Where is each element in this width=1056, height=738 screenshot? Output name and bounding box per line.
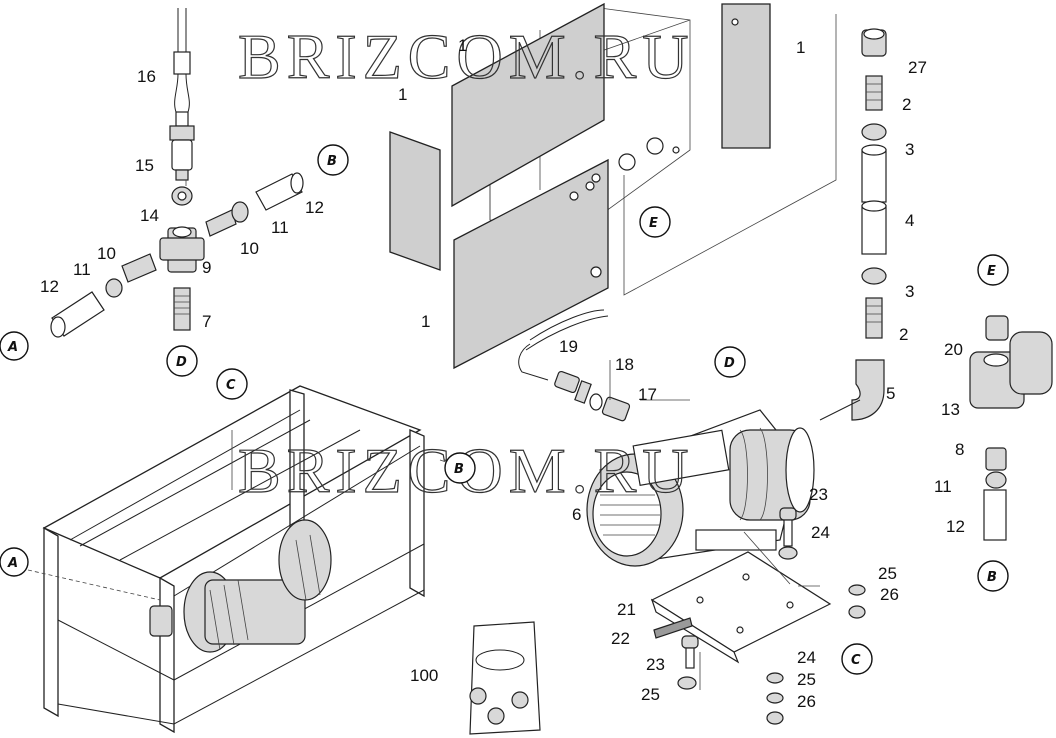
- callout-8: 8: [955, 440, 964, 459]
- connector-tag-d-motor: D: [714, 346, 746, 378]
- callout-24-top: 24: [811, 523, 830, 542]
- svg-text:C: C: [226, 378, 236, 393]
- callout-2-bottom: 2: [899, 325, 908, 344]
- callout-labels: 16 15 14 12 11 10 10 11 12 9 7 1 1 1 1 2…: [40, 36, 965, 711]
- svg-text:E: E: [649, 216, 658, 231]
- base-plate: [650, 551, 832, 664]
- svg-text:C: C: [851, 653, 861, 668]
- callout-12-right: 12: [946, 517, 965, 536]
- connector-tag-d-left: D: [166, 345, 198, 377]
- callout-3-top: 3: [905, 140, 914, 159]
- callout-15: 15: [135, 156, 154, 175]
- callout-14: 14: [140, 206, 159, 225]
- svg-text:D: D: [176, 355, 187, 370]
- callout-25-bottom: 25: [641, 685, 660, 704]
- callout-1-top: 1: [458, 36, 467, 55]
- connector-tag-a-left: A: [0, 331, 29, 361]
- connector-tag-b-right: B: [977, 560, 1009, 592]
- insulation-panels: [389, 2, 771, 271]
- svg-text:B: B: [327, 154, 337, 169]
- callout-16: 16: [137, 67, 156, 86]
- callout-1-right: 1: [796, 38, 805, 57]
- seal-kit-bag: [469, 621, 541, 735]
- callout-11-right: 11: [934, 477, 952, 496]
- callout-25-right: 25: [878, 564, 897, 583]
- callout-25-lower: 25: [797, 670, 816, 689]
- callout-100: 100: [410, 666, 438, 685]
- connector-tag-c-bottom: C: [841, 643, 873, 675]
- callout-1-left: 1: [398, 85, 407, 104]
- svg-text:D: D: [724, 356, 735, 371]
- callout-24-bottom: 24: [797, 648, 816, 667]
- callout-20: 20: [944, 340, 963, 359]
- cable-and-glands: [518, 309, 631, 422]
- callout-11-left: 11: [73, 260, 91, 279]
- callout-27: 27: [908, 58, 927, 77]
- callout-1-bottom: 1: [421, 312, 430, 331]
- callout-17: 17: [638, 385, 657, 404]
- pressure-switch-assembly: [50, 8, 304, 338]
- front-panel: [453, 158, 609, 370]
- callout-7: 7: [202, 312, 211, 331]
- leader-lines: [27, 14, 837, 690]
- callout-18: 18: [615, 355, 634, 374]
- callout-26-lower: 26: [797, 692, 816, 711]
- svg-text:E: E: [987, 264, 996, 279]
- callout-6: 6: [572, 505, 581, 524]
- callout-4: 4: [905, 211, 914, 230]
- right-pump-subassembly: [969, 315, 1053, 541]
- svg-text:B: B: [454, 462, 464, 477]
- connector-tag-c-frame: C: [216, 368, 248, 400]
- callout-26-right: 26: [880, 585, 899, 604]
- callout-21: 21: [617, 600, 636, 619]
- connector-tag-e-right: E: [977, 254, 1009, 286]
- callout-23-top: 23: [809, 485, 828, 504]
- connector-tag-a-frame: A: [0, 547, 29, 577]
- callout-10-right: 10: [240, 239, 259, 258]
- connector-tag-b-mid: B: [444, 452, 476, 484]
- callout-22: 22: [611, 629, 630, 648]
- connector-tag-e-mid: E: [639, 206, 671, 238]
- svg-text:A: A: [7, 556, 18, 571]
- callout-19: 19: [559, 337, 578, 356]
- callout-3-bottom: 3: [905, 282, 914, 301]
- callout-2-top: 2: [902, 95, 911, 114]
- callout-12-top: 12: [305, 198, 324, 217]
- callout-12-left: 12: [40, 277, 59, 296]
- callout-23-bottom: 23: [646, 655, 665, 674]
- callout-5: 5: [886, 384, 895, 403]
- watermark-top: BRIZCOM.RU: [238, 21, 695, 92]
- callout-11-top: 11: [271, 218, 289, 237]
- svg-text:A: A: [7, 340, 18, 355]
- fasteners: [677, 507, 866, 725]
- suction-line: [819, 28, 887, 421]
- connector-tag-b-top: B: [317, 144, 349, 176]
- callout-13: 13: [941, 400, 960, 419]
- callout-9: 9: [202, 258, 211, 277]
- svg-text:B: B: [987, 570, 997, 585]
- callout-10-left: 10: [97, 244, 116, 263]
